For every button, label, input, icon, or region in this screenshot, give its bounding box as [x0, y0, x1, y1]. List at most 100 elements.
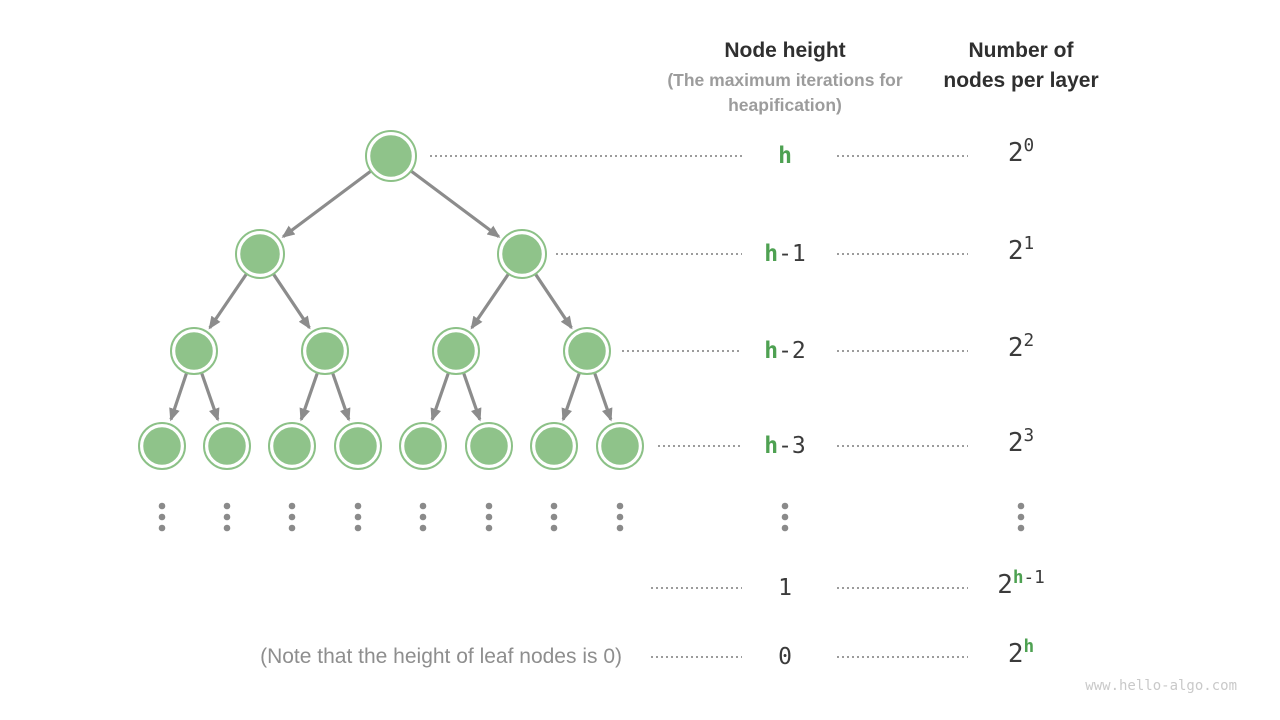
tree-edge-arrow — [410, 169, 501, 238]
height-symbol-h: h — [1023, 637, 1035, 658]
tree-node — [336, 424, 380, 468]
tree-node — [434, 329, 478, 373]
leader-dotted-left — [430, 155, 742, 157]
leader-dotted-right — [837, 350, 968, 352]
height-symbol-h: h — [764, 241, 779, 267]
ellipsis-dot — [485, 524, 493, 532]
label-text: 3 — [1023, 426, 1035, 447]
node-count-label: 2h — [1007, 637, 1035, 669]
tree-node-outer-ring — [334, 422, 382, 470]
tree-node-outer-ring — [365, 130, 417, 182]
ellipsis-dot — [616, 513, 624, 521]
tree-node — [270, 424, 314, 468]
tree-node-outer-ring — [235, 229, 285, 279]
count-base-2: 2 — [1007, 639, 1024, 669]
label-text: 2 — [1023, 331, 1035, 352]
tree-node — [565, 329, 609, 373]
label-text: -1 — [778, 241, 806, 267]
count-base-2: 2 — [997, 570, 1013, 600]
leader-dotted-left — [651, 587, 742, 589]
ellipsis-dot — [223, 513, 231, 521]
leader-dotted-left — [622, 350, 742, 352]
tree-node-outer-ring — [301, 327, 349, 375]
ellipsis-dot — [485, 513, 493, 521]
tree-node-outer-ring — [432, 327, 480, 375]
tree-edge-arrow — [272, 273, 311, 330]
tree-node-outer-ring — [203, 422, 251, 470]
node-count-label: 23 — [1007, 426, 1035, 458]
ellipsis-dot — [550, 513, 558, 521]
ellipsis-dot — [550, 502, 558, 510]
tree-node — [467, 424, 511, 468]
node-height-label: 1 — [778, 575, 792, 601]
tree-node-outer-ring — [170, 327, 218, 375]
tree-node — [172, 329, 216, 373]
tree-edge-arrow — [200, 372, 220, 422]
ellipsis-dot — [781, 513, 789, 521]
tree-edge-arrow — [281, 169, 372, 238]
leader-dotted-right — [837, 587, 968, 589]
ellipsis-dot — [419, 502, 427, 510]
tree-edge-arrow — [593, 372, 613, 422]
ellipsis-dot — [223, 524, 231, 532]
node-height-label: 0 — [778, 644, 792, 670]
ellipsis-dot — [354, 502, 362, 510]
watermark-url: www.hello-algo.com — [1085, 678, 1237, 694]
tree-node — [532, 424, 576, 468]
ellipsis-dot — [616, 524, 624, 532]
tree-edge-arrow — [462, 372, 482, 422]
tree-node — [303, 329, 347, 373]
label-text: 0 — [778, 644, 792, 670]
ellipsis-dot — [354, 513, 362, 521]
ellipsis-dot — [158, 524, 166, 532]
ellipsis-dot — [419, 524, 427, 532]
leader-dotted-right — [837, 656, 968, 658]
leader-dotted-left — [658, 445, 742, 447]
label-text: -2 — [778, 338, 806, 364]
node-height-subtitle: (The maximum iterations for heapificatio… — [667, 70, 903, 115]
count-base-2: 2 — [1007, 428, 1024, 458]
height-symbol-h: h — [1012, 568, 1024, 589]
tree-node-outer-ring — [138, 422, 186, 470]
leader-dotted-left — [556, 253, 742, 255]
ellipsis-dot — [419, 513, 427, 521]
tree-node — [140, 424, 184, 468]
node-count-label: 2h-1 — [997, 568, 1045, 600]
label-text: -1 — [1023, 568, 1045, 589]
ellipsis-dot — [781, 502, 789, 510]
node-height-label: h-3 — [764, 433, 806, 459]
leader-dotted-right — [837, 253, 968, 255]
tree-edge-arrow — [534, 273, 573, 330]
tree-edge-arrow — [169, 372, 189, 422]
leader-dotted-right — [837, 445, 968, 447]
ellipsis-dot — [781, 524, 789, 532]
node-height-label: h — [778, 143, 792, 169]
ellipsis-dot — [288, 502, 296, 510]
tree-node — [499, 231, 545, 277]
height-symbol-h: h — [764, 433, 779, 459]
tree-node-outer-ring — [268, 422, 316, 470]
tree-node-outer-ring — [563, 327, 611, 375]
tree-edge-arrow — [561, 372, 581, 422]
tree-node-outer-ring — [465, 422, 513, 470]
ellipsis-dot — [158, 502, 166, 510]
node-height-label: h-2 — [764, 338, 806, 364]
label-text: 1 — [1023, 234, 1035, 255]
node-count-label: 21 — [1008, 234, 1035, 266]
tree-node — [367, 132, 415, 180]
node-height-title: Node height — [724, 39, 846, 62]
ellipsis-dot — [1017, 524, 1025, 532]
node-count-label: 20 — [1008, 136, 1035, 168]
leader-dotted-right — [837, 155, 968, 157]
leader-dotted-left — [651, 656, 742, 658]
label-text: 1 — [778, 575, 792, 601]
ellipsis-dot — [1017, 502, 1025, 510]
label-text: -3 — [778, 433, 806, 459]
tree-edge-arrow — [331, 372, 351, 422]
node-height-label: h-1 — [764, 241, 806, 267]
ellipsis-dot — [485, 502, 493, 510]
nodes-per-layer-title: Number of nodes per layer — [943, 39, 1099, 92]
label-text: 0 — [1023, 136, 1035, 157]
